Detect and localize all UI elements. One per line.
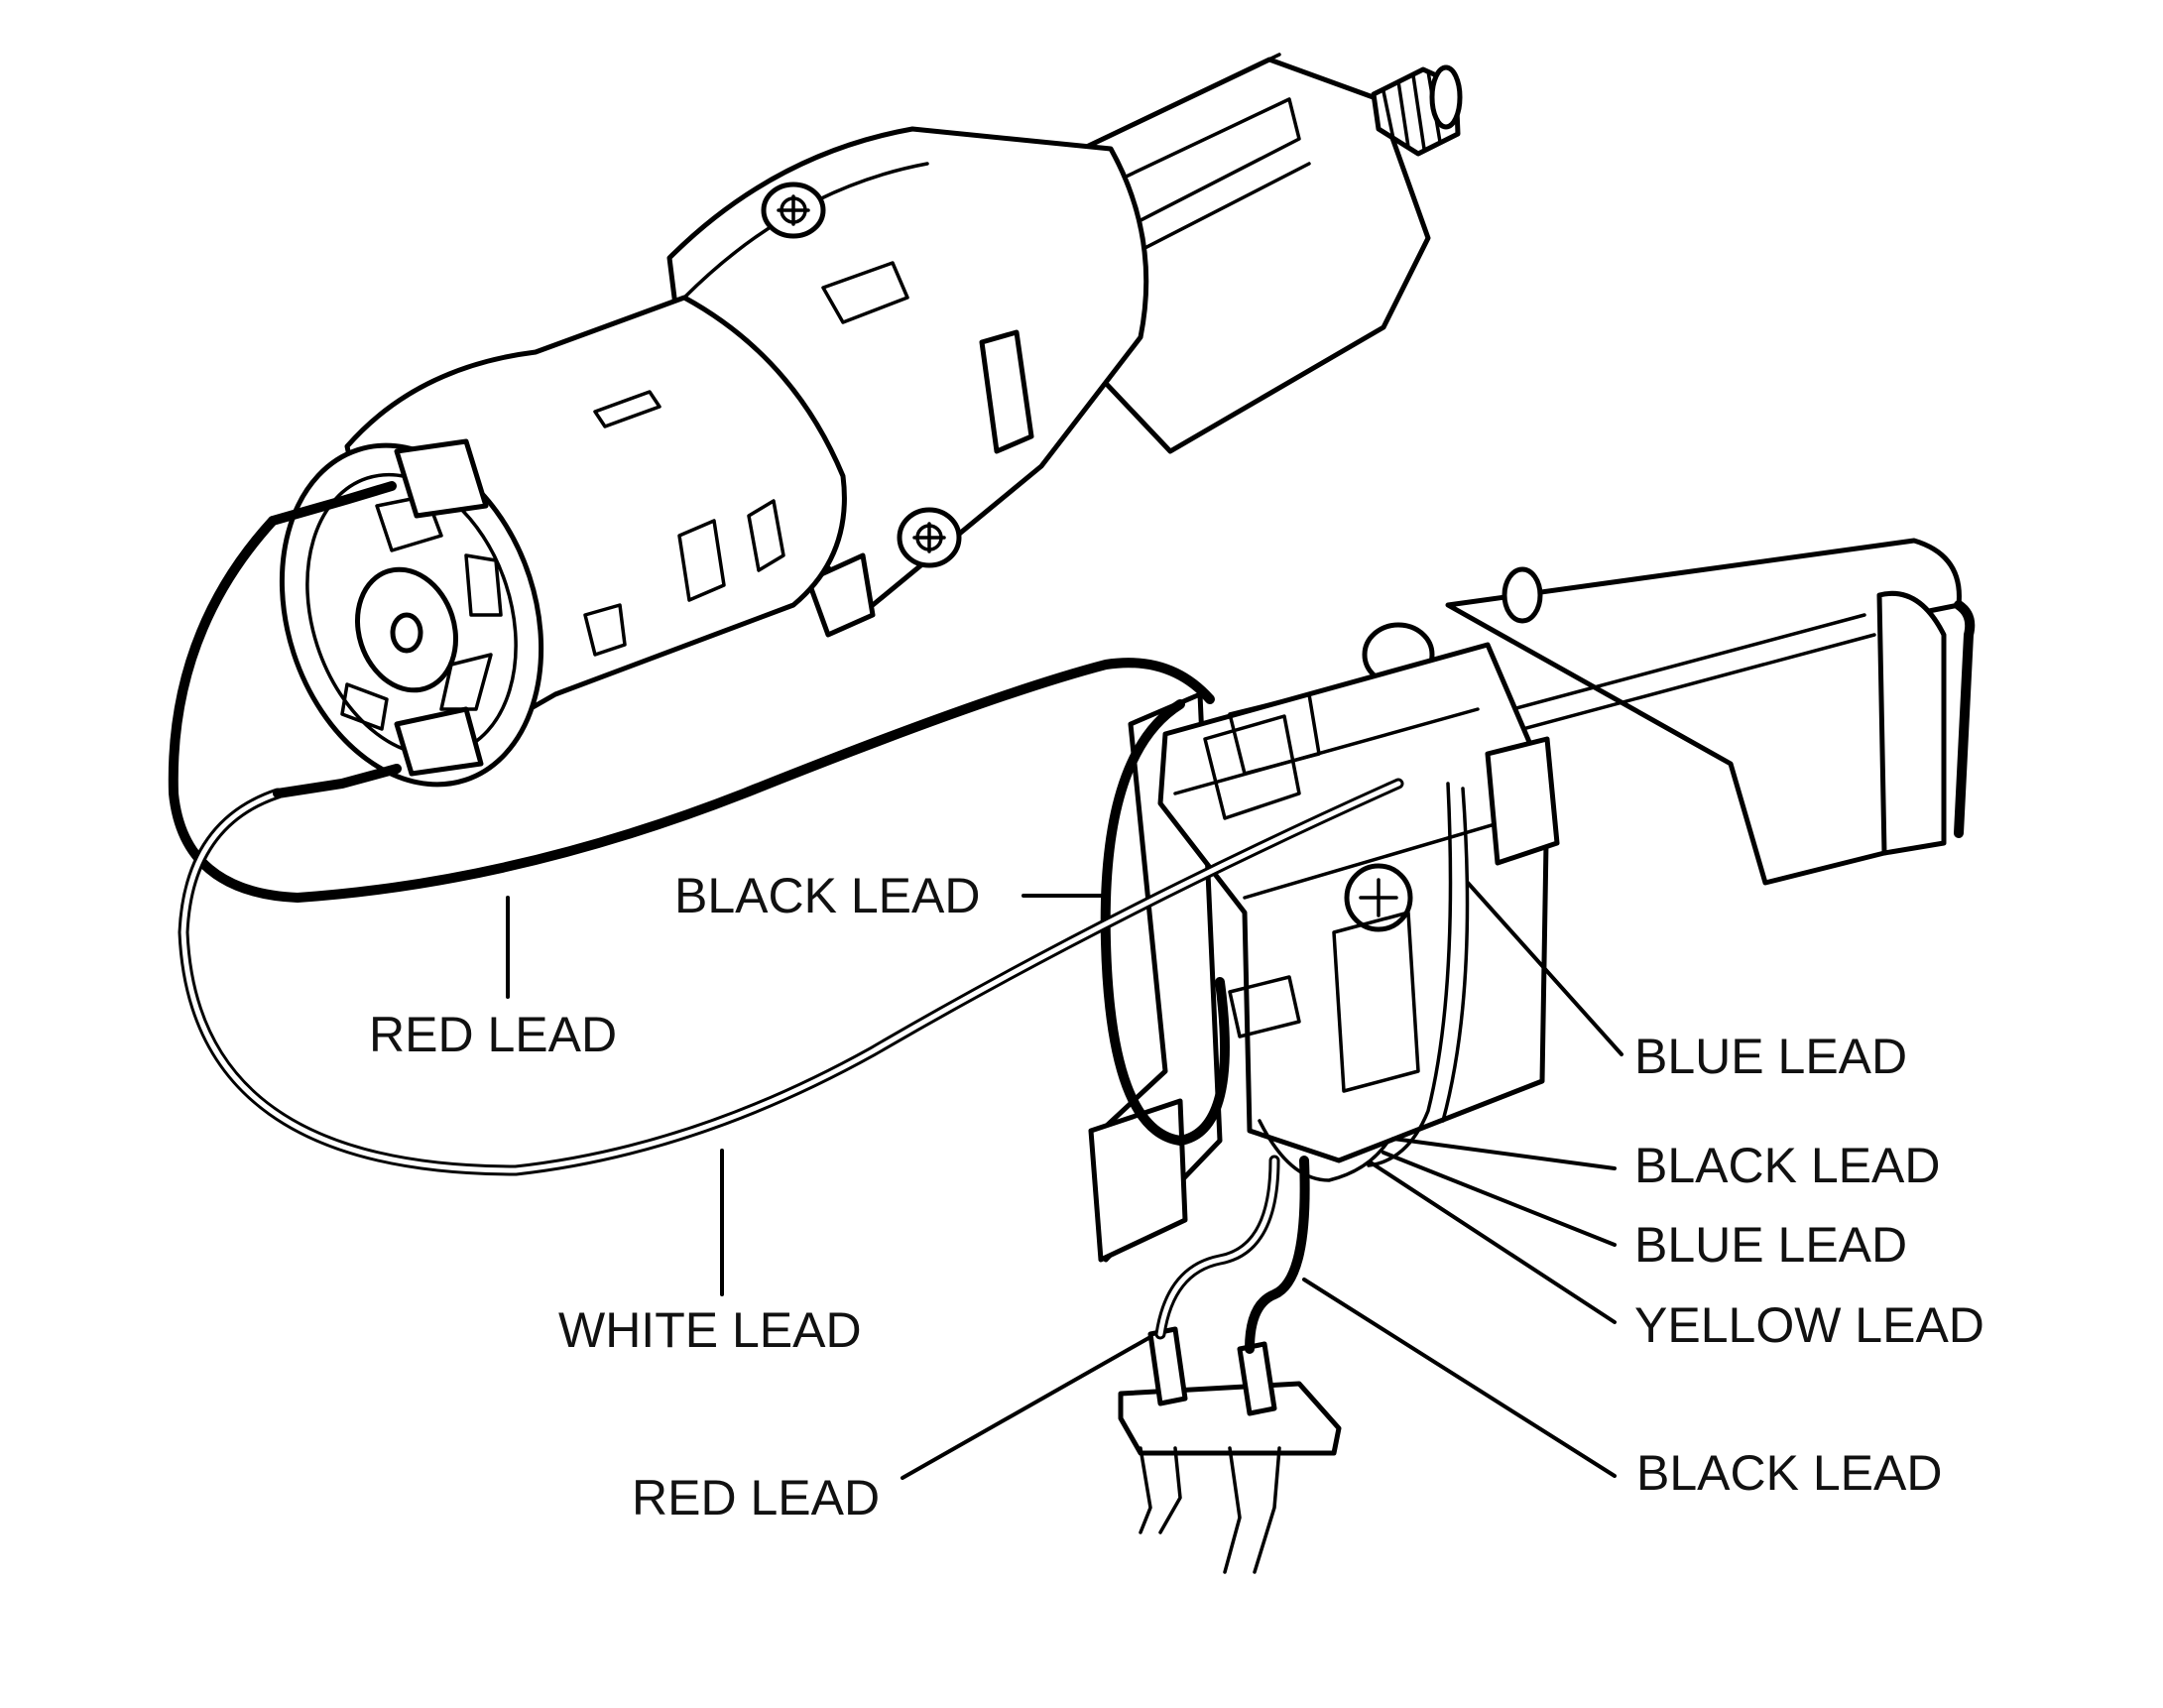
side-contact-block bbox=[1485, 736, 1560, 866]
shaft-hole-icon bbox=[390, 612, 423, 654]
clip-tab-upper bbox=[979, 329, 1034, 454]
lower-brush-connector bbox=[273, 764, 402, 798]
label-black-lead-middle: BLACK LEAD bbox=[1634, 1138, 1940, 1193]
black-lead-terminal-wire bbox=[1245, 1156, 1310, 1354]
terminal-block bbox=[1118, 1326, 1342, 1574]
leader-blue-lead-lower bbox=[1382, 1151, 1617, 1247]
terminal-left bbox=[1147, 1326, 1188, 1406]
motor-slot-1 bbox=[593, 390, 661, 428]
switch-top-block bbox=[1203, 714, 1301, 820]
motor-tab bbox=[583, 603, 627, 657]
red-lead-wire bbox=[168, 516, 1215, 904]
black-lead-loop bbox=[1100, 699, 1230, 1147]
end-cap-vent-3 bbox=[439, 653, 493, 711]
label-blue-lead-lower: BLUE LEAD bbox=[1634, 1217, 1907, 1273]
leader-lines bbox=[506, 881, 1623, 1480]
leader-blue-lead-upper bbox=[1466, 881, 1623, 1056]
trigger-switch-assembly bbox=[1088, 538, 1976, 1263]
trigger-pin bbox=[1502, 566, 1543, 624]
switch-body-edge-2 bbox=[1243, 811, 1534, 900]
blue-lead-wire-2 bbox=[1441, 787, 1470, 1123]
end-cap-vent-2 bbox=[464, 553, 503, 617]
screw-lower-icon bbox=[897, 507, 962, 568]
motor-slot-2 bbox=[677, 519, 726, 602]
red-lead-terminal-wire bbox=[1157, 1158, 1277, 1337]
label-black-lead-upper: BLACK LEAD bbox=[674, 868, 980, 923]
upper-brush-connector bbox=[268, 481, 397, 526]
label-yellow-lead: YELLOW LEAD bbox=[1634, 1297, 1984, 1353]
trigger-edge bbox=[1954, 600, 1976, 838]
gearbox-rib-2 bbox=[1124, 162, 1311, 260]
mounting-plate-foot bbox=[1088, 1098, 1188, 1263]
label-red-lead-motor: RED LEAD bbox=[369, 1007, 617, 1062]
clip-tab-lower bbox=[805, 552, 876, 638]
brush-terminal-upper bbox=[394, 438, 489, 519]
lead-bundle bbox=[1258, 1119, 1390, 1182]
switch-clip bbox=[1228, 975, 1301, 1038]
terminal-right bbox=[1237, 1341, 1277, 1416]
switch-cover-slot bbox=[1332, 911, 1420, 1093]
motor-slot-3 bbox=[747, 499, 785, 572]
label-red-lead-terminal: RED LEAD bbox=[632, 1470, 880, 1525]
leader-black-lead-terminal bbox=[1302, 1278, 1617, 1478]
leader-black-lead-middle bbox=[1391, 1137, 1617, 1170]
terminal-right-prong bbox=[1223, 1446, 1281, 1574]
trigger-back bbox=[1876, 590, 1947, 856]
screw-upper-icon bbox=[761, 182, 826, 239]
output-spindle bbox=[1371, 64, 1463, 157]
switch-screw-icon bbox=[1344, 863, 1413, 932]
label-black-lead-terminal: BLACK LEAD bbox=[1636, 1445, 1942, 1501]
leader-yellow-lead bbox=[1369, 1160, 1617, 1324]
leader-red-lead-terminal bbox=[901, 1335, 1152, 1480]
gearbox-rib-top bbox=[1079, 53, 1281, 151]
terminal-plate bbox=[1118, 1381, 1342, 1456]
gearbox-rib-1 bbox=[1099, 97, 1301, 235]
label-blue-lead-upper: BLUE LEAD bbox=[1634, 1029, 1907, 1084]
motor-assembly bbox=[279, 53, 1463, 788]
terminal-left-prong bbox=[1139, 1446, 1182, 1534]
end-cap-vent-4 bbox=[340, 682, 389, 731]
collar-slot bbox=[821, 261, 909, 324]
switch-body-edge-1 bbox=[1173, 707, 1480, 795]
blue-lead-wire bbox=[1367, 782, 1453, 1167]
switch-top-block-2 bbox=[1228, 692, 1321, 776]
white-lead-wire bbox=[180, 781, 1401, 1173]
brush-terminal-lower bbox=[394, 706, 484, 777]
label-white-lead: WHITE LEAD bbox=[558, 1302, 862, 1358]
